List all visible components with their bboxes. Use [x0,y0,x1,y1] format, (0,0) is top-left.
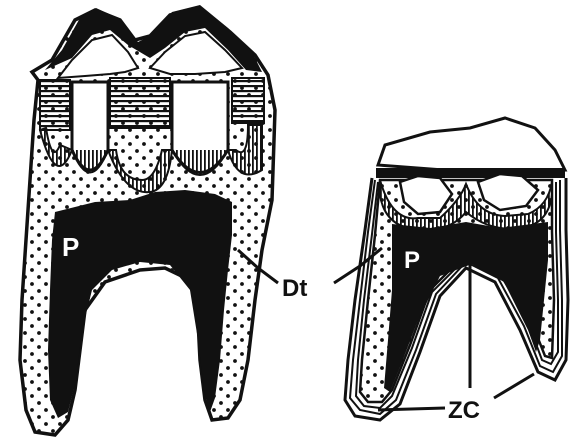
left-enamel-stripes-2 [110,78,170,128]
right-tooth: P [345,118,568,420]
left-enamel-stripes-3 [232,78,264,123]
right-crown [378,118,565,172]
pulp-label-left: P [62,232,79,262]
pulp-label-right: P [404,247,420,274]
zc-leader-1 [378,408,445,410]
cementum-zones-label: ZC [448,397,480,424]
left-enamel-stripes-1 [40,80,70,130]
zc-leader-3 [494,374,534,398]
dentin-label: Dt [282,275,307,302]
left-tooth: P [20,5,275,435]
